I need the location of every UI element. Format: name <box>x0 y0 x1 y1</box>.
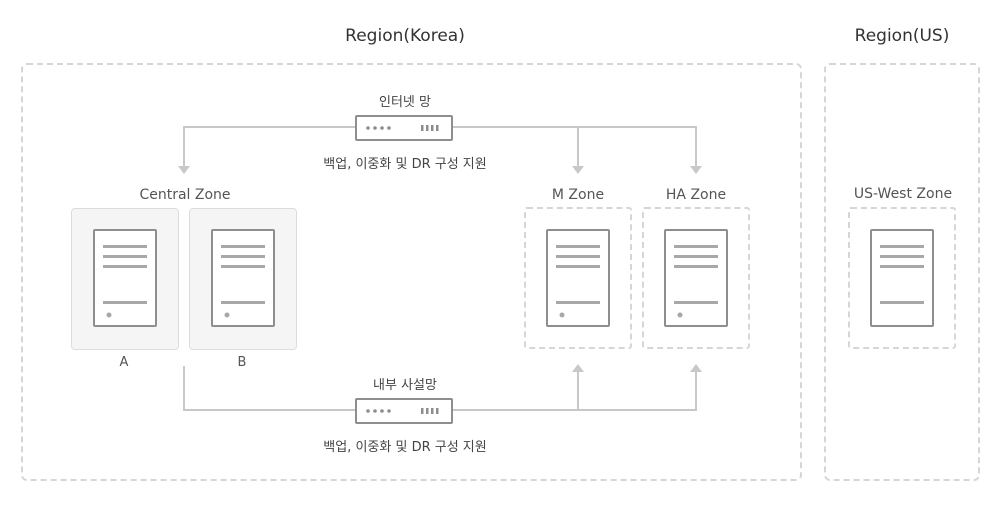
arrow-down-icon <box>178 166 190 174</box>
m-zone-box <box>524 207 632 349</box>
internet-link-right <box>453 126 697 168</box>
server-icon <box>93 229 157 327</box>
m-zone-label: M Zone <box>551 187 605 203</box>
us-west-zone-label: US-West Zone <box>853 186 953 202</box>
internet-network-caption: 백업, 이중화 및 DR 구성 지원 <box>323 157 487 172</box>
us-west-zone-box <box>848 207 956 349</box>
central-zone-b-label: B <box>237 355 247 370</box>
arrow-up-icon <box>690 364 702 372</box>
network-switch-icon <box>355 115 453 141</box>
private-link-left <box>183 366 355 411</box>
region-korea-title: Region(Korea) <box>345 26 465 46</box>
server-icon <box>870 229 934 327</box>
central-zone-label: Central Zone <box>139 187 231 203</box>
server-icon <box>211 229 275 327</box>
ha-zone-label: HA Zone <box>665 187 727 203</box>
central-zone-b <box>189 208 297 350</box>
region-korea-box <box>21 63 802 481</box>
network-switch-icon <box>355 398 453 424</box>
server-icon <box>664 229 728 327</box>
region-us-title: Region(US) <box>854 26 950 46</box>
central-zone-a-label: A <box>119 355 129 370</box>
ha-zone-box <box>642 207 750 349</box>
internet-link-left <box>183 126 355 168</box>
arrow-up-icon <box>572 364 584 372</box>
private-network-caption: 백업, 이중화 및 DR 구성 지원 <box>323 440 487 455</box>
central-zone-a <box>71 208 179 350</box>
private-link-right <box>453 372 697 411</box>
server-icon <box>546 229 610 327</box>
region-us-box <box>824 63 980 481</box>
private-network-label: 내부 사설망 <box>373 378 437 393</box>
arrow-down-icon <box>690 166 702 174</box>
arrow-down-icon <box>572 166 584 174</box>
internet-network-label: 인터넷 망 <box>379 95 431 110</box>
